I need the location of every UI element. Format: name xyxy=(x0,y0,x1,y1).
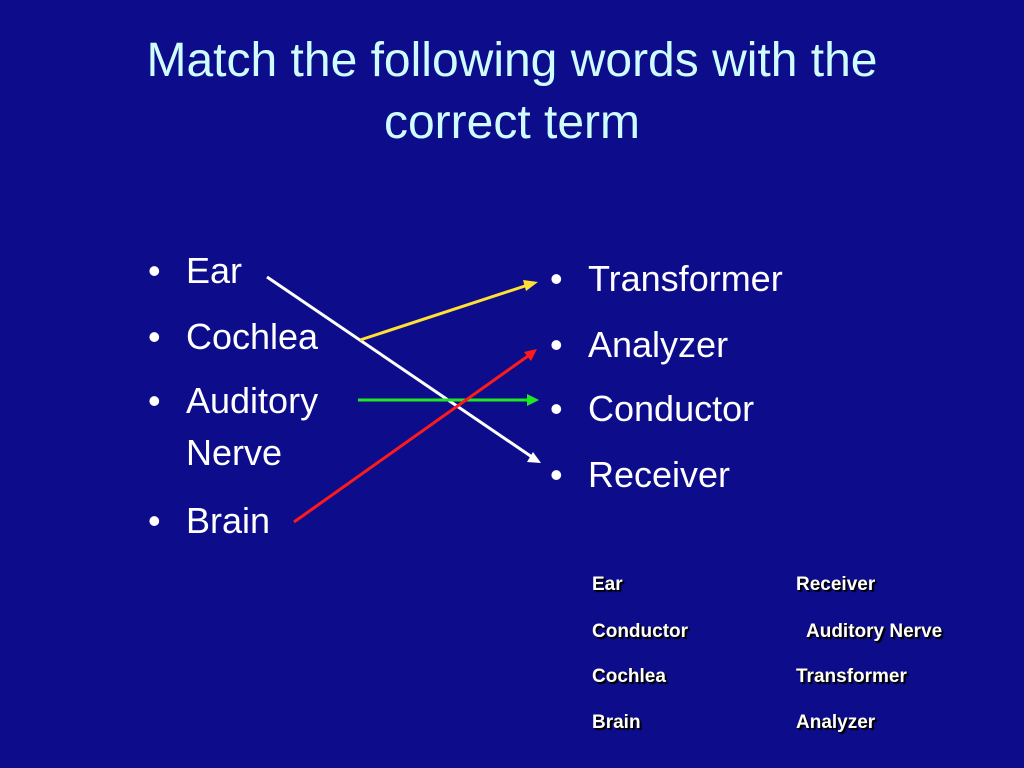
term-label: Analyzer xyxy=(588,324,729,365)
answer-term-4: Analyzer xyxy=(796,712,876,733)
answer-term-2: Auditory Nerve xyxy=(806,621,943,642)
title-line-2: correct term xyxy=(383,96,641,149)
answer-word-4: Brain xyxy=(592,712,641,733)
arrowhead-icon xyxy=(523,280,538,291)
slide-title: Match the following words with the corre… xyxy=(40,30,984,154)
title-line-1: Match the following words with the xyxy=(146,34,878,87)
answer-word-3: Cochlea xyxy=(592,666,666,687)
bullet-icon: • xyxy=(148,250,161,291)
word-item-brain: • Brain xyxy=(148,500,271,542)
arrow-ear-to-receiver xyxy=(266,275,533,459)
word-item-ear: • Ear xyxy=(148,250,243,292)
word-item-cochlea: • Cochlea xyxy=(148,316,319,358)
term-item-receiver: • Receiver xyxy=(550,454,731,496)
word-label: Brain xyxy=(186,500,271,541)
bullet-icon: • xyxy=(550,454,563,495)
term-item-transformer: • Transformer xyxy=(550,258,783,300)
bullet-icon: • xyxy=(550,324,563,365)
answer-word-1: Ear xyxy=(592,574,623,595)
term-item-conductor: • Conductor xyxy=(550,388,755,430)
bullet-icon: • xyxy=(148,316,161,357)
answer-term-1: Receiver xyxy=(796,574,876,595)
bullet-icon: • xyxy=(148,380,161,421)
arrow-cochlea-to-transformer xyxy=(359,283,529,342)
answer-term-3: Transformer xyxy=(796,666,907,687)
answer-word-2: Conductor xyxy=(592,621,689,642)
word-item-auditory-nerve: • Auditory Nerve xyxy=(148,380,319,473)
word-label: Cochlea xyxy=(186,316,319,357)
term-label: Conductor xyxy=(588,388,755,429)
bullet-icon: • xyxy=(148,500,161,541)
term-item-analyzer: • Analyzer xyxy=(550,324,729,366)
word-label: Ear xyxy=(186,250,243,291)
bullet-icon: • xyxy=(550,388,563,429)
term-label: Receiver xyxy=(588,454,731,495)
arrowhead-icon xyxy=(527,394,539,406)
word-label: Auditory xyxy=(186,380,319,421)
bullet-icon: • xyxy=(550,258,563,299)
word-label-continued: Nerve xyxy=(186,432,283,473)
arrow-brain-to-analyzer xyxy=(293,354,529,524)
arrowhead-icon xyxy=(524,349,537,361)
arrowhead-icon xyxy=(527,452,541,463)
term-label: Transformer xyxy=(588,258,783,299)
